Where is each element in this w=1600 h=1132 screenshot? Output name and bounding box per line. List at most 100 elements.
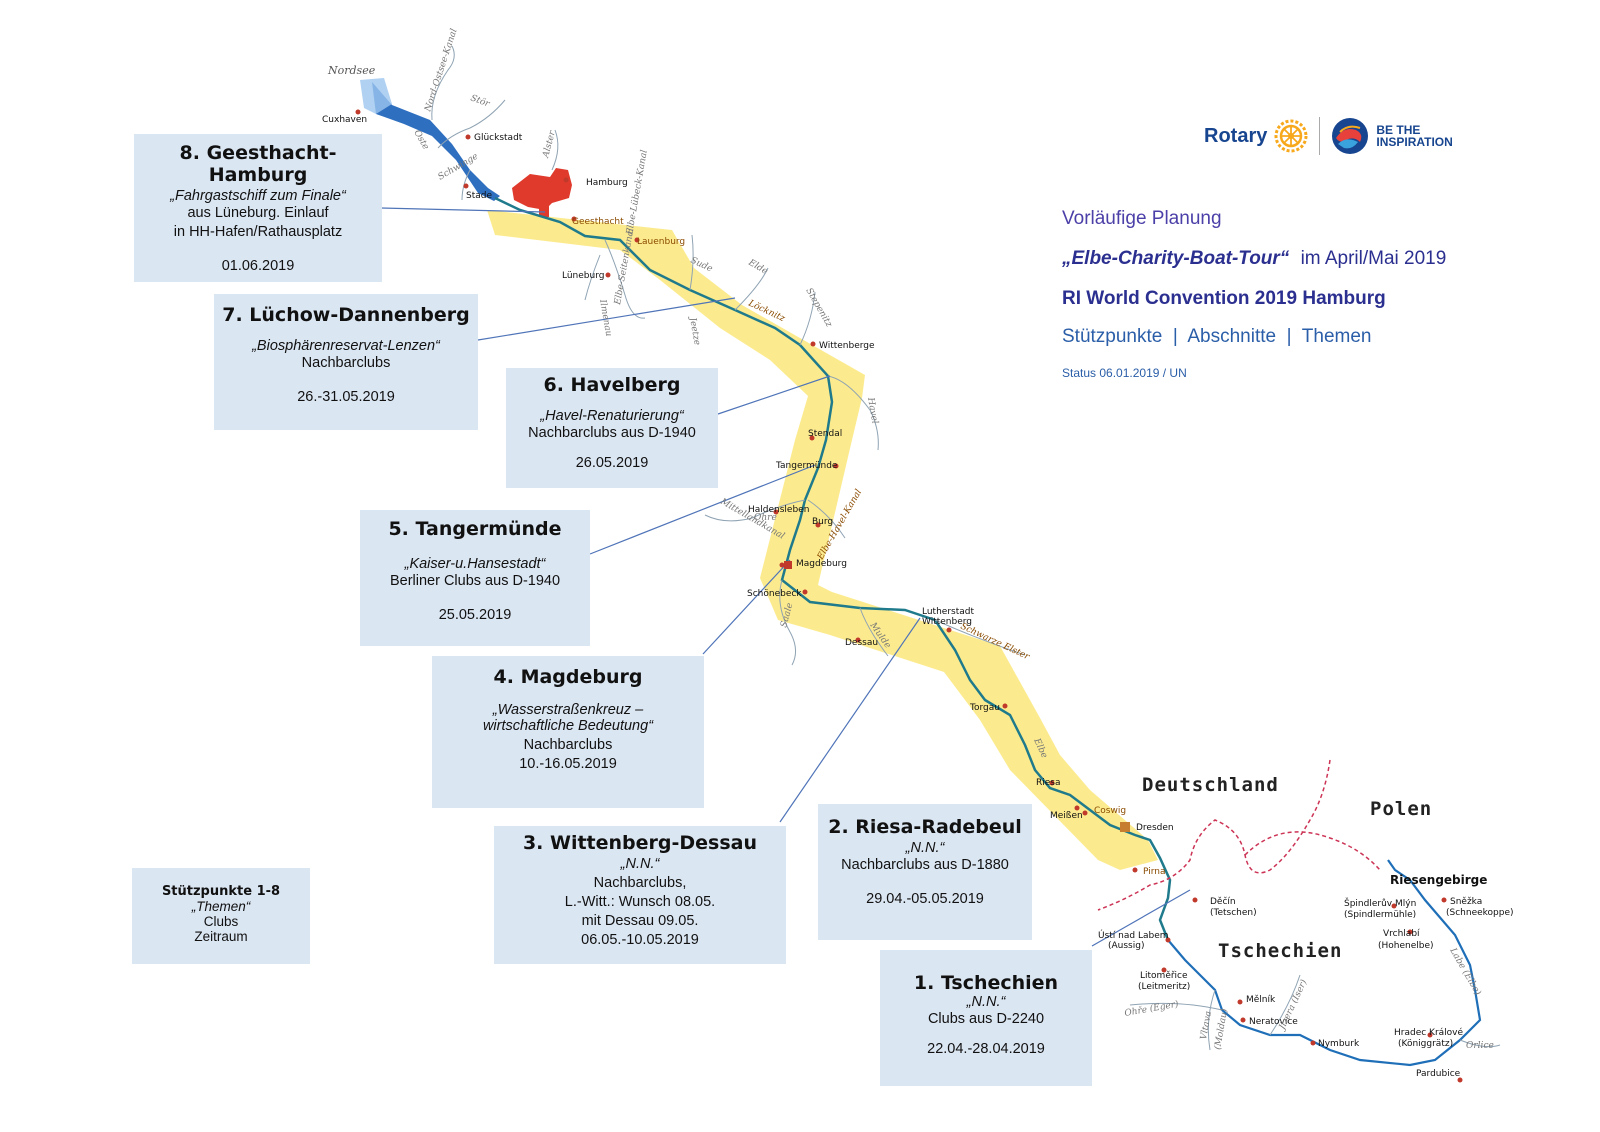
river-label: Vltava	[1199, 1010, 1214, 1040]
river-label: Stör	[469, 93, 491, 109]
sea-label-nordsee: Nordsee	[327, 64, 376, 77]
city-label: Děčín	[1210, 896, 1236, 907]
slogan-line1: BE THE	[1376, 123, 1421, 137]
station-title: 6. Havelberg	[543, 374, 681, 396]
city-label: Tangermünde	[775, 461, 838, 471]
legend-box: Stützpunkte 1-8 „Themen“ Clubs Zeitraum	[132, 868, 310, 964]
river-label: Elde	[746, 257, 770, 276]
station-theme-cont: wirtschaftliche Bedeutung“	[482, 718, 654, 734]
legend-title: Stützpunkte 1-8	[161, 884, 281, 899]
city-label: Lüneburg	[562, 271, 604, 281]
borders	[1097, 759, 1381, 911]
city-label: Meißen	[1050, 811, 1083, 821]
city-label: (Schneekoppe)	[1446, 908, 1514, 918]
city-label: Wittenberg	[922, 617, 972, 627]
city-label: Stendal	[808, 429, 842, 439]
station-5-box: 5. Tangermünde „Kaiser-u.Hansestadt“ Ber…	[360, 510, 590, 646]
country-label-polen: Polen	[1370, 798, 1433, 820]
tour-title: „Elbe-Charity-Boat-Tour“ im April/Mai 20…	[1062, 248, 1446, 270]
city-label: Dresden	[1136, 823, 1174, 833]
station-1-box: 1. Tschechien „N.N.“ Clubs aus D-2240 22…	[880, 950, 1092, 1086]
station-line: Nachbarclubs aus D-1880	[841, 857, 1009, 873]
city-label: (Tetschen)	[1210, 908, 1257, 918]
slogan-line2: INSPIRATION	[1376, 135, 1453, 149]
convention-title: RI World Convention 2019 Hamburg	[1062, 288, 1386, 309]
city-labels: Cuxhaven Glückstadt Stade Hamburg Geesth…	[322, 115, 1514, 1079]
geesthacht-marker	[539, 205, 549, 217]
station-theme: „Biosphärenreservat-Lenzen“	[252, 338, 440, 354]
city-label: Pardubice	[1416, 1069, 1461, 1079]
station-line: Nachbarclubs	[523, 737, 613, 753]
station-title: 5. Tangermünde	[388, 518, 562, 540]
city-label: Schönebeck	[747, 589, 802, 599]
river-label: Labe (Elbe)	[1447, 945, 1484, 998]
estuary	[372, 82, 500, 201]
slogan: BE THE INSPIRATION	[1376, 124, 1452, 148]
station-title: 2. Riesa-Radebeul	[828, 816, 1022, 838]
station-2-box: 2. Riesa-Radebeul „N.N.“ Nachbarclubs au…	[818, 804, 1032, 940]
planning-heading: Vorläufige Planung	[1062, 208, 1222, 229]
station-line: in HH-Hafen/Rathausplatz	[173, 224, 343, 240]
station-theme: „Kaiser-u.Hansestadt“	[404, 556, 546, 572]
city-label: (Hohenelbe)	[1378, 941, 1434, 951]
city-label: Wittenberge	[819, 341, 875, 351]
station-date: 29.04.-05.05.2019	[866, 891, 984, 907]
station-7-box: 7. Lüchow-Dannenberg „Biosphärenreservat…	[214, 294, 478, 430]
river-label: Ilmenau	[597, 298, 614, 338]
river-label: (Moldau)	[1212, 1007, 1230, 1050]
city-label: Lauenburg	[637, 237, 685, 247]
city-label: Sněžka	[1450, 897, 1482, 907]
station-line: Nachbarclubs,	[593, 875, 687, 891]
station-line: aus Lüneburg. Einlauf	[187, 205, 329, 221]
station-title: 1. Tschechien	[913, 972, 1059, 994]
status-line: Status 06.01.2019 / UN	[1062, 366, 1187, 380]
city-label: Pirna	[1143, 867, 1166, 877]
city-label: (Leitmeritz)	[1138, 982, 1190, 992]
station-title: 7. Lüchow-Dannenberg	[222, 304, 470, 326]
station-6-box: 6. Havelberg „Havel-Renaturierung“ Nachb…	[506, 368, 718, 488]
station-date: 25.05.2019	[438, 607, 512, 623]
station-line: Nachbarclubs aus D-1940	[528, 425, 696, 441]
station-8-box: 8. Geesthacht-Hamburg „Fahrgastschiff zu…	[134, 134, 382, 282]
city-label: Ústí nad Labem	[1098, 929, 1169, 941]
city-label: Geesthacht	[572, 217, 624, 227]
station-3-box: 3. Wittenberg-Dessau „N.N.“ Nachbarclubs…	[494, 826, 786, 964]
station-title: 4. Magdeburg	[493, 666, 643, 688]
inspiration-icon	[1330, 116, 1370, 156]
city-label: Glückstadt	[474, 133, 523, 143]
dresden-marker	[1120, 822, 1130, 832]
city-label: Dessau	[845, 638, 878, 648]
city-label: Litoměřice	[1140, 971, 1188, 981]
city-label: Burg	[812, 517, 833, 527]
station-line: 06.05.-10.05.2019	[581, 932, 699, 948]
city-dots	[355, 109, 1463, 1083]
country-label-tschechien: Tschechien	[1218, 940, 1343, 962]
legend-line: Clubs	[203, 914, 239, 929]
rotary-wordmark: Rotary	[1204, 124, 1268, 147]
river-label: Stepenitz	[803, 287, 833, 330]
station-theme: „Wasserstraßenkreuz –	[492, 702, 644, 718]
city-label: Torgau	[969, 703, 1000, 713]
country-label-deutschland: Deutschland	[1142, 774, 1279, 796]
callout-lines	[379, 207, 1191, 947]
station-date: 26.05.2019	[575, 455, 649, 471]
city-label: Riesa	[1036, 778, 1061, 788]
station-theme: „Havel-Renaturierung“	[540, 408, 684, 424]
station-theme: „N.N.“	[905, 840, 945, 856]
rotary-wheel-icon	[1273, 118, 1309, 154]
station-theme: „Fahrgastschiff zum Finale“	[170, 188, 346, 204]
station-line: Berliner Clubs aus D-1940	[389, 573, 561, 589]
region-label: Riesengebirge	[1390, 873, 1487, 887]
river-label: Ohře (Eger)	[1124, 999, 1180, 1019]
river-label: Nord-Ostsee-Kanal	[423, 27, 460, 113]
route-corridor	[487, 210, 1158, 870]
river-label: Elbe-Lübeck-Kanal	[625, 149, 650, 236]
city-label: Haldensleben	[748, 505, 809, 515]
city-label: Mělník	[1246, 995, 1276, 1005]
tributaries	[431, 45, 1501, 1051]
station-line: Clubs aus D-2240	[927, 1011, 1045, 1027]
logo-divider	[1319, 117, 1321, 155]
city-label: (Königgrätz)	[1398, 1039, 1453, 1049]
station-line: mit Dessau 09.05.	[581, 913, 699, 929]
